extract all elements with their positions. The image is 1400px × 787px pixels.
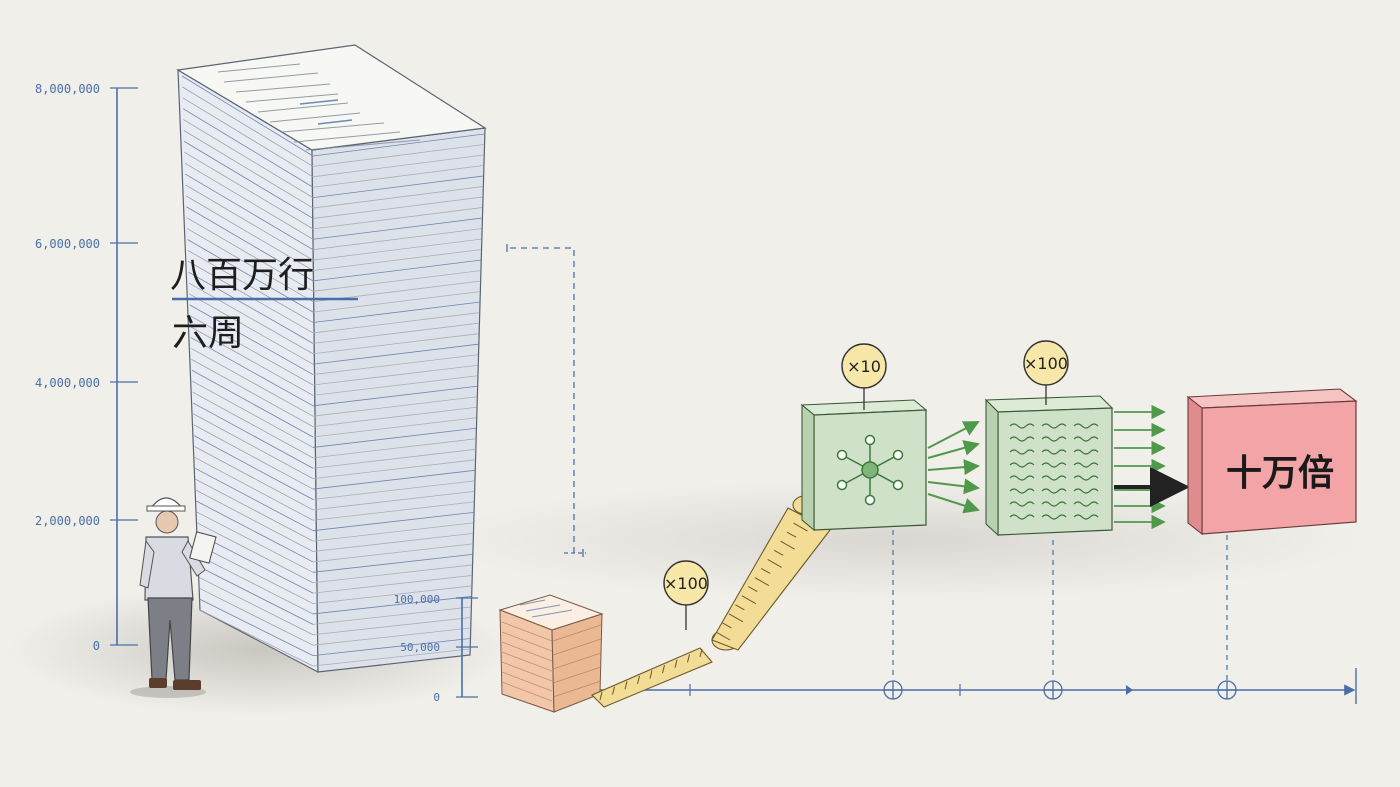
axis-tick-label: 0 [433, 691, 440, 704]
parallel-arrows [1114, 404, 1166, 530]
axis-tick-label: 50,000 [400, 641, 440, 654]
timeline-axis [600, 530, 1357, 704]
multiplier-badge: ×10 [841, 343, 887, 410]
multiplier-badge: ×100 [1023, 340, 1069, 405]
ruler-ticks [599, 513, 810, 701]
tall-stack-duration: 六周 [172, 313, 244, 354]
fan-out-arrows [927, 421, 980, 514]
axis-tick-label: 4,000,000 [35, 376, 100, 390]
multiplier-label: ×100 [664, 574, 708, 593]
engineer-figure [130, 497, 217, 698]
multiplier-label: ×100 [1024, 354, 1068, 373]
comparison-bracket [506, 244, 586, 557]
result-label: 十万倍 [1226, 452, 1334, 494]
hub-box [800, 399, 928, 532]
parallel-box [984, 395, 1114, 537]
axis-tick-label: 100,000 [394, 593, 440, 606]
parallel-waves-icon [1009, 423, 1099, 520]
axis-tick-label: 2,000,000 [35, 514, 100, 528]
left-axis: 8,000,000 6,000,000 4,000,000 2,000,000 … [35, 82, 138, 653]
axis-tick-label: 8,000,000 [35, 82, 100, 96]
network-hub-icon [836, 434, 904, 506]
timeline-marker [1043, 680, 1063, 700]
multiplier-label: ×10 [847, 357, 881, 376]
small-paper-stack [498, 594, 604, 713]
axis-tick-label: 0 [93, 639, 100, 653]
timeline-marker [883, 680, 903, 700]
result-box: 十万倍 [1186, 388, 1358, 536]
timeline-marker [1217, 680, 1237, 700]
multiplier-badge: ×100 [663, 560, 709, 630]
paper-edges [181, 75, 485, 667]
tall-stack-title: 八百万行 [170, 255, 314, 296]
axis-tick-label: 6,000,000 [35, 237, 100, 251]
tall-paper-stack [176, 44, 487, 673]
small-axis: 100,000 50,000 0 [394, 593, 478, 704]
